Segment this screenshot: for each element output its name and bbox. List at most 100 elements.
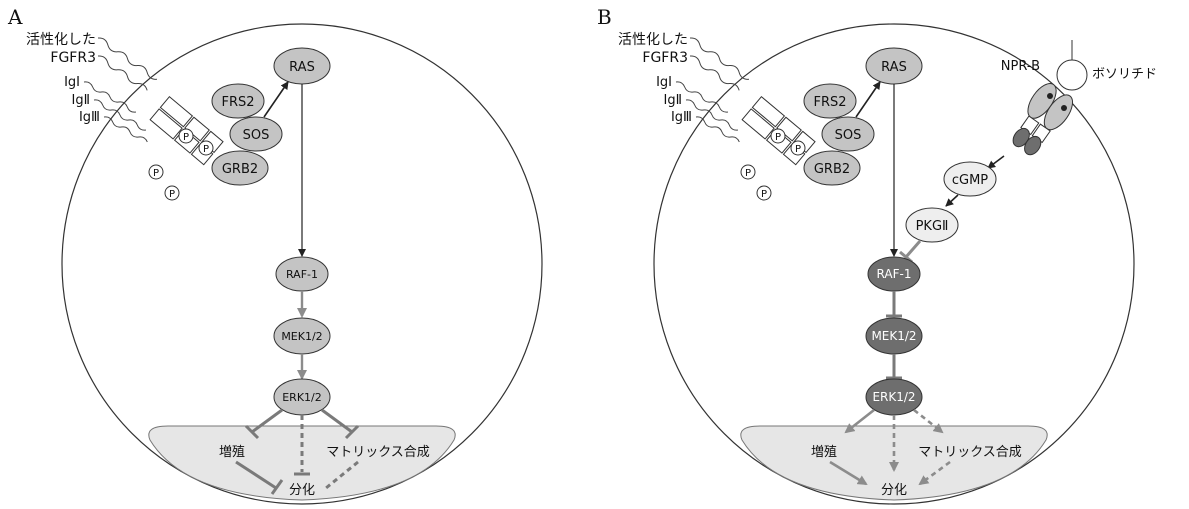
activated-label: 活性化した: [618, 32, 688, 48]
sos-node: [229, 116, 283, 152]
ligand-wave: [103, 116, 148, 143]
phospho-text: P: [745, 168, 751, 179]
ras-label: RAS: [881, 60, 907, 75]
arrow-sos-ras: [855, 81, 881, 118]
ligand-wave: [689, 55, 740, 91]
pkg2-node: [905, 207, 959, 243]
phospho-text: P: [169, 189, 175, 200]
receptor-domain: [149, 108, 183, 140]
proliferation-label: 増殖: [219, 444, 245, 460]
mek-label: MEK1/2: [871, 329, 916, 343]
phospho-icon: [164, 185, 180, 201]
grb2-node: [803, 150, 861, 186]
pkg2-label: PKGⅡ: [916, 219, 949, 234]
phospho-text: P: [775, 132, 781, 143]
cell-membrane: [61, 23, 543, 505]
frs2-node: [803, 83, 857, 119]
mek-label: MEK1/2: [281, 330, 322, 343]
differentiation-label: 分化: [289, 483, 315, 498]
panel-a: A 活性化した FGFR3 IgⅠ IgⅡ IgⅢ P P P: [7, 5, 543, 505]
sos-label: SOS: [835, 128, 862, 143]
inhibit-erk-prolif: [251, 408, 283, 434]
phospho-text: P: [183, 132, 189, 143]
phospho-icon: [198, 140, 214, 156]
raf1-label: RAF-1: [877, 267, 912, 281]
phospho-text: P: [153, 168, 159, 179]
ig3-label: IgⅢ: [671, 110, 692, 125]
raf1-label: RAF-1: [286, 268, 318, 281]
panel-b: B 活性化した FGFR3 IgⅠ IgⅡ IgⅢ P P P P RAS: [597, 5, 1157, 505]
inhibit-bar: [270, 479, 284, 495]
receptor-domain: [159, 95, 194, 128]
ligand-wave: [689, 37, 750, 80]
receptor-domain: [751, 95, 786, 128]
panel-b-label: B: [597, 5, 612, 29]
phospho-text: P: [203, 144, 209, 155]
arrow-erk-matrix: [913, 408, 944, 434]
activated-label: 活性化した: [26, 32, 96, 48]
differentiation-label: 分化: [881, 483, 907, 498]
vosoritide-ligand-icon: [1056, 59, 1088, 91]
npr-b-receptor: [1012, 83, 1074, 156]
ig1-label: IgⅠ: [656, 75, 672, 90]
arrow-sos-ras: [263, 81, 289, 118]
phospho-text: P: [761, 189, 767, 200]
grb2-label: GRB2: [814, 162, 850, 177]
arrow-npr-cgmp: [987, 155, 1005, 169]
ig2-label: IgⅡ: [72, 93, 90, 108]
vosoritide-label: ボソリチド: [1092, 67, 1157, 82]
phospho-icon: [740, 164, 756, 180]
grb2-label: GRB2: [222, 162, 258, 177]
phospho-icon: [770, 128, 786, 144]
arrow-prolif-diff: [829, 460, 868, 486]
matrix-label: マトリックス合成: [918, 445, 1022, 460]
ig2-label: IgⅡ: [664, 93, 682, 108]
inhibit-prolif-diff: [235, 460, 277, 490]
npr-b-label: NPR-B: [1001, 59, 1040, 74]
ligand-wave: [97, 37, 158, 80]
fgfr3-label: FGFR3: [50, 50, 96, 66]
ligand-wave: [83, 81, 137, 113]
phospho-icon: [790, 140, 806, 156]
ig3-label: IgⅢ: [79, 110, 100, 125]
phospho-text: P: [795, 144, 801, 155]
arrow-erk-prolif: [844, 408, 875, 434]
arrow-matrix-diff: [918, 460, 951, 486]
proliferation-label: 増殖: [811, 444, 837, 460]
binding-dot: [1047, 93, 1053, 99]
cell-membrane: [653, 23, 1135, 505]
ligand-wave: [685, 99, 739, 131]
inhibit-bar: [244, 424, 260, 440]
panel-a-label: A: [7, 5, 23, 29]
phospho-icon: [148, 164, 164, 180]
inhibit-matrix-diff: [325, 460, 359, 490]
ligand-wave: [93, 99, 147, 131]
frs2-label: FRS2: [813, 95, 846, 110]
binding-dot: [1061, 105, 1067, 111]
erk-label: ERK1/2: [282, 391, 322, 404]
inhibit-pkg-raf: [904, 240, 922, 258]
inhibit-erk-matrix: [321, 408, 353, 434]
cgmp-label: cGMP: [952, 173, 988, 188]
fgfr3-label: FGFR3: [642, 50, 688, 66]
sos-node: [821, 116, 875, 152]
grb2-node: [211, 150, 269, 186]
matrix-label: マトリックス合成: [326, 445, 430, 460]
cgmp-node: [943, 161, 997, 197]
ligand-wave: [97, 55, 148, 91]
phospho-icon: [756, 185, 772, 201]
ligand-wave: [695, 116, 740, 143]
inhibit-bar: [344, 424, 360, 440]
erk-label: ERK1/2: [872, 390, 915, 404]
phospho-icon: [178, 128, 194, 144]
frs2-label: FRS2: [221, 95, 254, 110]
frs2-node: [211, 83, 265, 119]
sos-label: SOS: [243, 128, 270, 143]
receptor-domain: [741, 108, 775, 140]
arrow-cgmp-pkg: [945, 194, 959, 207]
fgfr3-receptor: [149, 95, 224, 166]
ig1-label: IgⅠ: [64, 75, 80, 90]
ras-label: RAS: [289, 60, 315, 75]
ligand-wave: [675, 81, 729, 113]
